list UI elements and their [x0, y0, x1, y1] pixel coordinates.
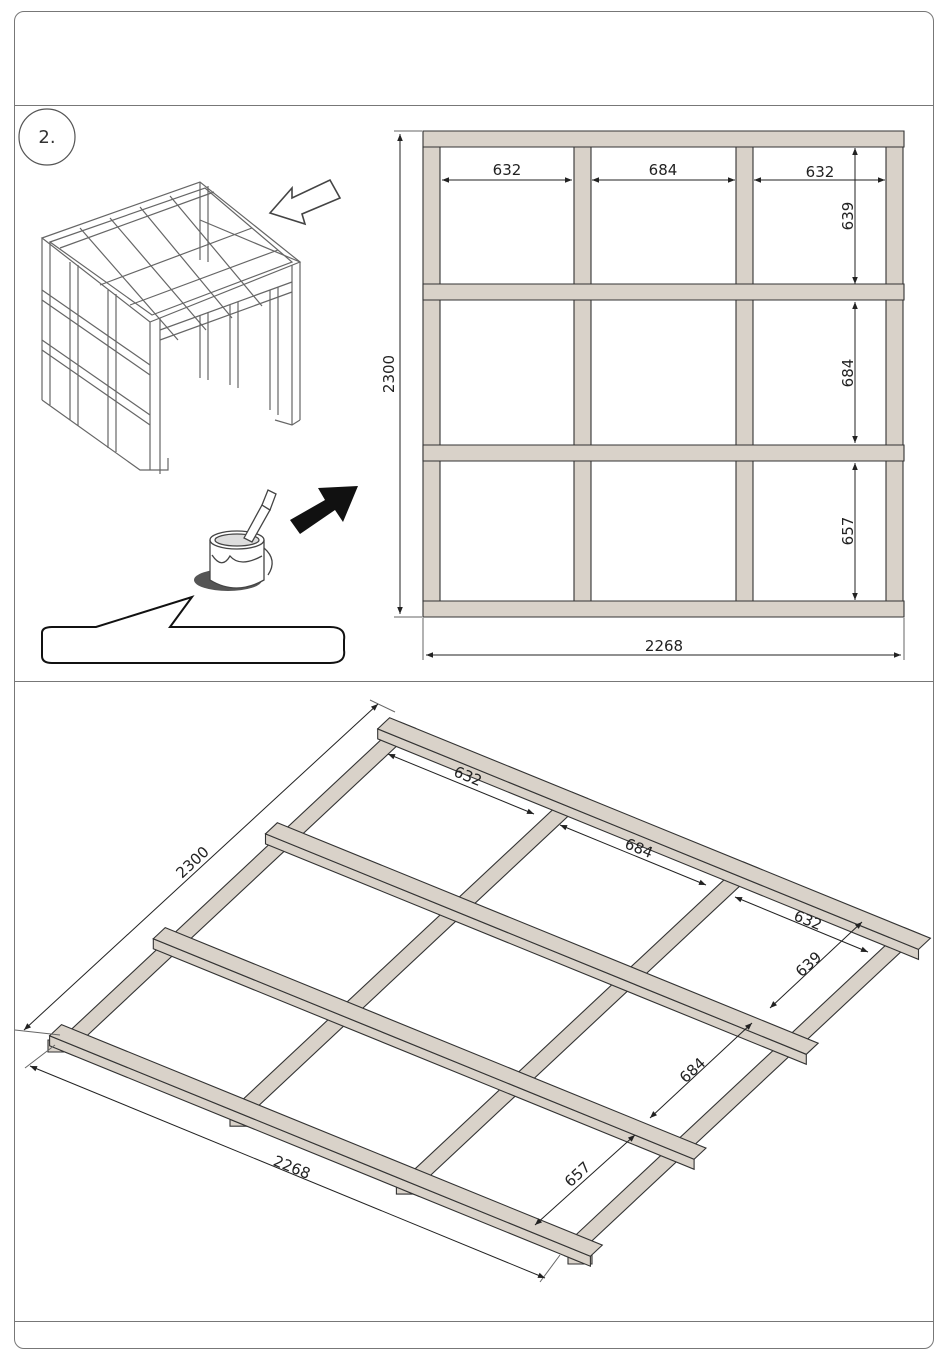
step-number: 2.: [38, 127, 55, 148]
solid-arrow-icon: [290, 486, 358, 534]
front-col-width-2: 684: [649, 161, 678, 179]
iso-bearer-4: [50, 1025, 603, 1257]
vertical-joist-2: [574, 147, 591, 601]
front-col-width-1: 632: [493, 161, 522, 179]
horizontal-bearer-4: [423, 601, 904, 617]
vertical-joist-4: [886, 147, 903, 601]
floor-frame-front-view: [423, 131, 904, 617]
iso-row-height-1: 639: [792, 948, 825, 981]
vertical-joist-3: [736, 147, 753, 601]
horizontal-bearer-1: [423, 131, 904, 147]
iso-overall-width-label: 2268: [271, 1152, 313, 1183]
horizontal-bearer-3: [423, 445, 904, 461]
front-dimensions: [394, 131, 904, 660]
shed-frame-illustration: [42, 182, 300, 474]
vertical-joist-1: [423, 147, 440, 601]
step-badge: 2.: [19, 109, 75, 165]
floor-frame-isometric-view: [48, 718, 930, 1266]
front-overall-width-label: 2268: [645, 637, 683, 655]
paint-can-icon: [194, 490, 276, 591]
iso-row-height-2: 684: [676, 1054, 709, 1087]
iso-row-height-3: 657: [561, 1158, 594, 1191]
speech-bubble: [42, 597, 344, 663]
front-col-width-3: 632: [806, 163, 835, 181]
front-row-height-2: 684: [839, 359, 857, 388]
front-overall-height-label: 2300: [380, 355, 398, 393]
front-row-height-3: 657: [839, 517, 857, 546]
front-dimension-labels: 2300 2268 632 684 632 639 684 657: [380, 161, 857, 655]
outline-arrow-icon: [270, 180, 340, 224]
front-row-height-1: 639: [839, 202, 857, 231]
horizontal-bearer-2: [423, 284, 904, 300]
